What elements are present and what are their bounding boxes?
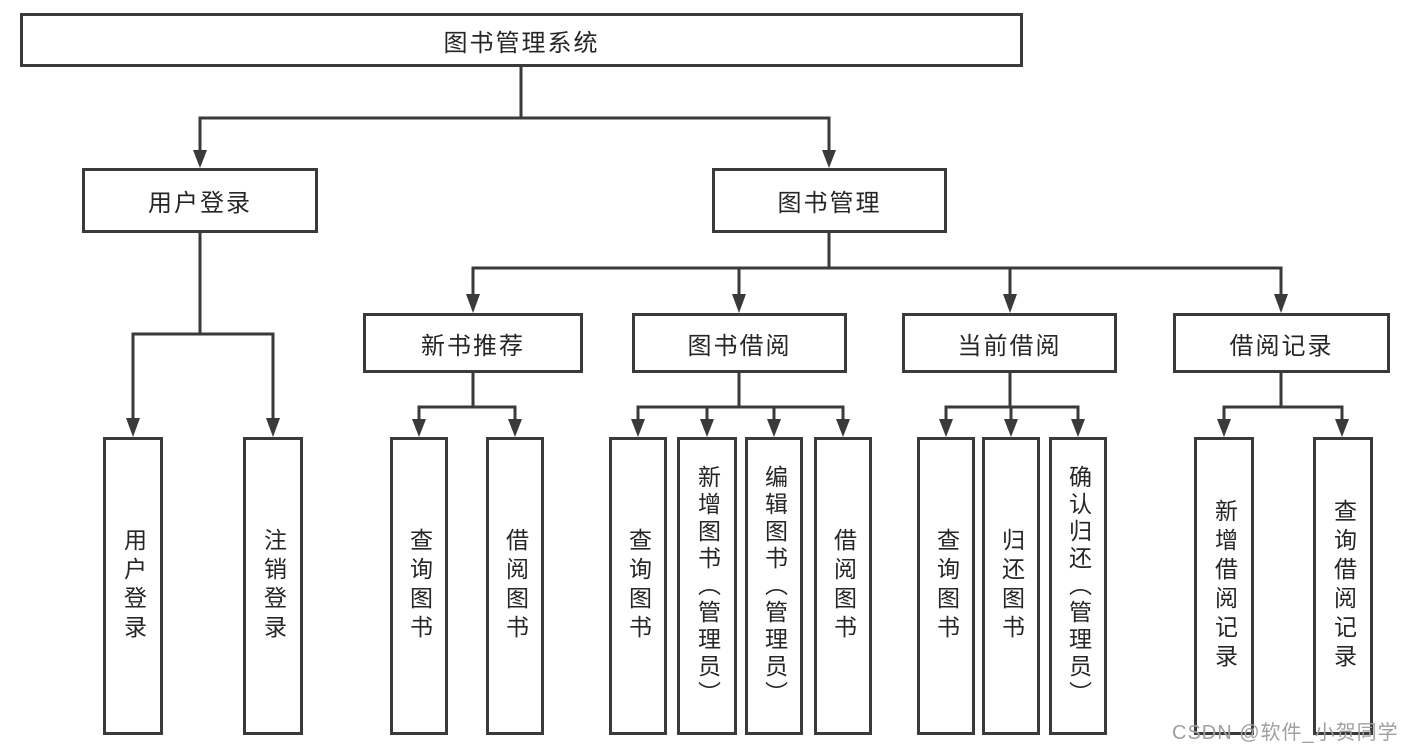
node-user-login: 用户登录 (82, 168, 318, 233)
leaf-return-books: 归还图书 (982, 437, 1040, 735)
leaf-query-borrow-record-label: 查询借阅记录 (1330, 499, 1357, 673)
connector-book-borrow-children (631, 371, 850, 437)
node-borrow-records-label: 借阅记录 (1229, 332, 1334, 360)
leaf-confirm-return-admin: 确认归还（管理员） (1049, 437, 1107, 735)
connector-current-borrow-children (939, 371, 1085, 437)
leaf-query-books-current-label: 查询图书 (933, 528, 960, 644)
leaf-user-login: 用户登录 (103, 437, 163, 735)
node-borrow-records: 借阅记录 (1173, 313, 1390, 373)
leaf-add-borrow-record-label: 新增借阅记录 (1211, 499, 1238, 673)
connector-borrow-records-children (1217, 371, 1349, 437)
node-user-login-label: 用户登录 (148, 190, 252, 217)
connector-new-book-recommend-children (412, 371, 522, 437)
node-book-management-label: 图书管理 (777, 190, 882, 217)
leaf-add-books-admin-label: 新增图书（管理员） (694, 464, 721, 708)
leaf-edit-books-admin-label: 编辑图书（管理员） (761, 464, 788, 708)
node-current-borrow: 当前借阅 (902, 313, 1117, 373)
node-book-management: 图书管理 (712, 168, 947, 233)
leaf-query-borrow-record: 查询借阅记录 (1313, 437, 1373, 735)
leaf-query-books-borrow: 查询图书 (609, 437, 667, 735)
leaf-borrow-books-label: 借阅图书 (830, 528, 857, 644)
leaf-query-books-recommend-label: 查询图书 (406, 528, 433, 644)
leaf-edit-books-admin: 编辑图书（管理员） (745, 437, 803, 735)
leaf-add-borrow-record: 新增借阅记录 (1194, 437, 1254, 735)
leaf-logout: 注销登录 (243, 437, 303, 735)
leaf-user-login-label: 用户登录 (120, 528, 147, 644)
node-new-book-recommend-label: 新书推荐 (421, 332, 525, 360)
node-book-borrow: 图书借阅 (632, 313, 847, 373)
leaf-query-books-recommend: 查询图书 (390, 437, 448, 735)
leaf-query-books-borrow-label: 查询图书 (625, 528, 652, 644)
connector-book-management-children (466, 231, 1288, 313)
connector-root-to-level2 (193, 65, 836, 168)
leaf-borrow-books-recommend-label: 借阅图书 (502, 528, 529, 644)
leaf-return-books-label: 归还图书 (998, 528, 1025, 644)
node-root-label: 图书管理系统 (443, 29, 600, 57)
leaf-logout-label: 注销登录 (260, 528, 287, 644)
node-root-system: 图书管理系统 (20, 13, 1023, 67)
leaf-confirm-return-admin-label: 确认归还（管理员） (1065, 464, 1092, 708)
leaf-borrow-books: 借阅图书 (814, 437, 872, 735)
node-new-book-recommend: 新书推荐 (363, 313, 583, 373)
watermark: CSDN @软件_小贺同学 (1172, 722, 1399, 744)
leaf-add-books-admin: 新增图书（管理员） (677, 437, 737, 735)
node-current-borrow-label: 当前借阅 (957, 332, 1062, 360)
connector-user-login-children (126, 231, 280, 437)
leaf-borrow-books-recommend: 借阅图书 (486, 437, 544, 735)
node-book-borrow-label: 图书借阅 (687, 332, 792, 360)
leaf-query-books-current: 查询图书 (917, 437, 975, 735)
